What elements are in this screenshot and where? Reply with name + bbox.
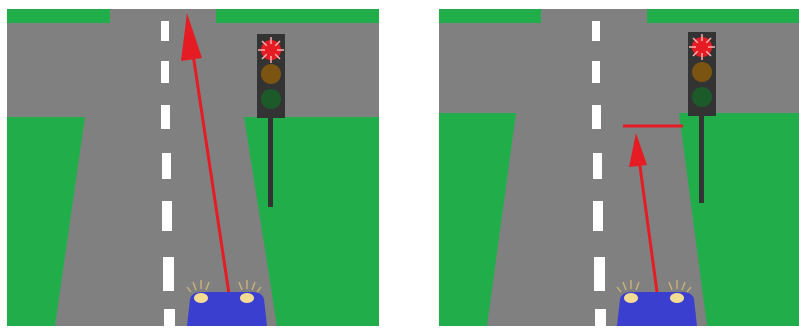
grass-top-right [216,9,379,23]
headlight-right [670,293,684,303]
traffic-light-pole [268,117,273,207]
grass-top-left [7,9,110,23]
green-lamp [692,87,712,107]
grass-top-left [439,9,541,23]
scene-right-drawing [439,9,799,326]
amber-lamp [261,64,281,84]
scene-left [7,9,379,326]
amber-lamp [692,62,712,82]
headlight-left [624,293,638,303]
scene-left-drawing [7,9,379,326]
headlight-right [240,293,254,303]
grass-top-right [647,9,799,23]
green-lamp [261,89,281,109]
scene-right [439,9,799,326]
traffic-light-pole [699,113,704,203]
headlight-left [194,293,208,303]
